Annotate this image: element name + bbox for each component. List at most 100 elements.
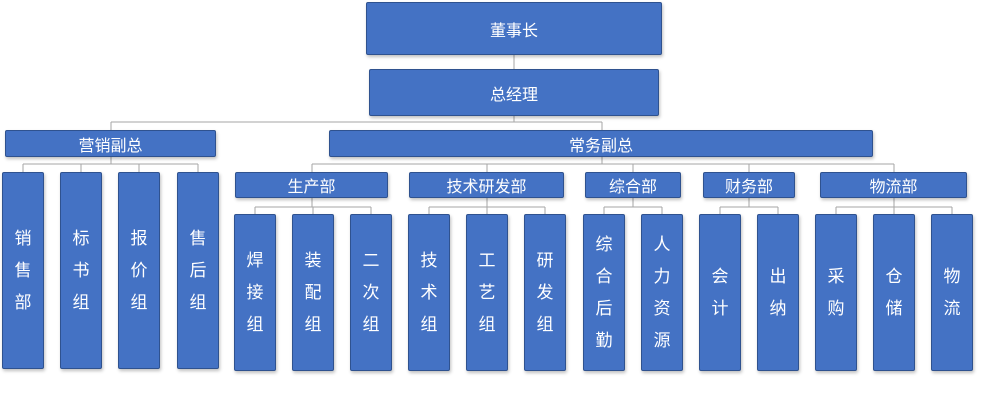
label-char: 组 (536, 314, 554, 335)
chairman-box: 董事长 (366, 2, 662, 55)
label-char: 销 (14, 228, 32, 249)
label-char: 组 (420, 314, 438, 335)
team-box: 出纳 (757, 214, 799, 371)
label-char: 组 (189, 292, 207, 313)
team-box: 二次组 (350, 214, 392, 371)
general-manager-box: 总经理 (369, 69, 659, 116)
team-box: 仓储 (873, 214, 915, 371)
vp-exec-label: 常务副总 (568, 135, 633, 155)
sales-group-label: 标书组 (73, 223, 90, 319)
label-char: 焊 (246, 250, 264, 271)
label-char: 资 (653, 298, 671, 319)
label-char: 研 (536, 250, 554, 271)
department-box: 物流部 (820, 172, 967, 198)
label-char: 计 (711, 298, 729, 319)
label-char: 接 (246, 282, 264, 303)
department-label: 生产部 (287, 177, 336, 196)
chairman-label: 董事长 (489, 20, 538, 40)
label-char: 技 (420, 250, 438, 271)
department-label: 财务部 (724, 177, 773, 196)
sales-group-label: 售后组 (190, 223, 207, 319)
department-label: 综合部 (608, 177, 657, 196)
team-label: 仓储 (886, 261, 903, 325)
department-box: 生产部 (235, 172, 388, 198)
label-char: 出 (769, 266, 787, 287)
team-box: 采购 (815, 214, 857, 371)
team-label: 采购 (828, 261, 845, 325)
label-char: 售 (189, 228, 207, 249)
label-char: 仓 (885, 266, 903, 287)
team-label: 装配组 (305, 245, 322, 341)
label-char: 人 (653, 234, 671, 255)
department-box: 技术研发部 (409, 172, 564, 198)
department-label: 技术研发部 (446, 177, 527, 196)
team-box: 综合后勤 (583, 214, 625, 371)
vp-sales-label: 营销副总 (78, 135, 143, 155)
team-label: 技术组 (421, 245, 438, 341)
team-label: 出纳 (770, 261, 787, 325)
team-box: 人力资源 (641, 214, 683, 371)
sales-group-label: 报价组 (131, 223, 148, 319)
label-char: 储 (885, 298, 903, 319)
label-char: 报 (130, 228, 148, 249)
label-char: 售 (14, 260, 32, 281)
sales-group-box: 销售部 (2, 172, 44, 369)
label-char: 工 (478, 250, 496, 271)
department-label: 物流部 (869, 177, 918, 196)
label-char: 综 (595, 234, 613, 255)
team-box: 装配组 (292, 214, 334, 371)
team-box: 会计 (699, 214, 741, 371)
department-box: 综合部 (585, 172, 681, 198)
label-char: 采 (827, 266, 845, 287)
sales-group-label: 销售部 (15, 223, 32, 319)
label-char: 勤 (595, 330, 613, 351)
label-char: 术 (420, 282, 438, 303)
label-char: 书 (72, 260, 90, 281)
department-box: 财务部 (703, 172, 795, 198)
label-char: 后 (189, 260, 207, 281)
team-box: 焊接组 (234, 214, 276, 371)
label-char: 发 (536, 282, 554, 303)
team-box: 研发组 (524, 214, 566, 371)
label-char: 物 (943, 266, 961, 287)
label-char: 组 (304, 314, 322, 335)
label-char: 价 (130, 260, 148, 281)
general-manager-label: 总经理 (489, 84, 538, 104)
label-char: 后 (595, 298, 613, 319)
label-char: 二 (362, 250, 380, 271)
label-char: 会 (711, 266, 729, 287)
label-char: 组 (72, 292, 90, 313)
label-char: 部 (14, 292, 32, 313)
sales-group-box: 报价组 (118, 172, 160, 369)
label-char: 组 (362, 314, 380, 335)
sales-group-box: 标书组 (60, 172, 102, 369)
team-label: 物流 (944, 261, 961, 325)
vp-exec-box: 常务副总 (329, 130, 873, 157)
team-label: 工艺组 (479, 245, 496, 341)
label-char: 组 (246, 314, 264, 335)
sales-group-box: 售后组 (177, 172, 219, 369)
team-box: 技术组 (408, 214, 450, 371)
team-label: 人力资源 (654, 229, 671, 357)
team-box: 物流 (931, 214, 973, 371)
team-label: 综合后勤 (596, 229, 613, 357)
team-label: 会计 (712, 261, 729, 325)
label-char: 组 (130, 292, 148, 313)
label-char: 配 (304, 282, 322, 303)
team-label: 研发组 (537, 245, 554, 341)
label-char: 力 (653, 266, 671, 287)
label-char: 购 (827, 298, 845, 319)
label-char: 装 (304, 250, 322, 271)
label-char: 艺 (478, 282, 496, 303)
team-box: 工艺组 (466, 214, 508, 371)
team-label: 焊接组 (247, 245, 264, 341)
label-char: 合 (595, 266, 613, 287)
team-label: 二次组 (363, 245, 380, 341)
label-char: 源 (653, 330, 671, 351)
label-char: 纳 (769, 298, 787, 319)
label-char: 流 (943, 298, 961, 319)
label-char: 次 (362, 282, 380, 303)
vp-sales-box: 营销副总 (5, 130, 216, 157)
